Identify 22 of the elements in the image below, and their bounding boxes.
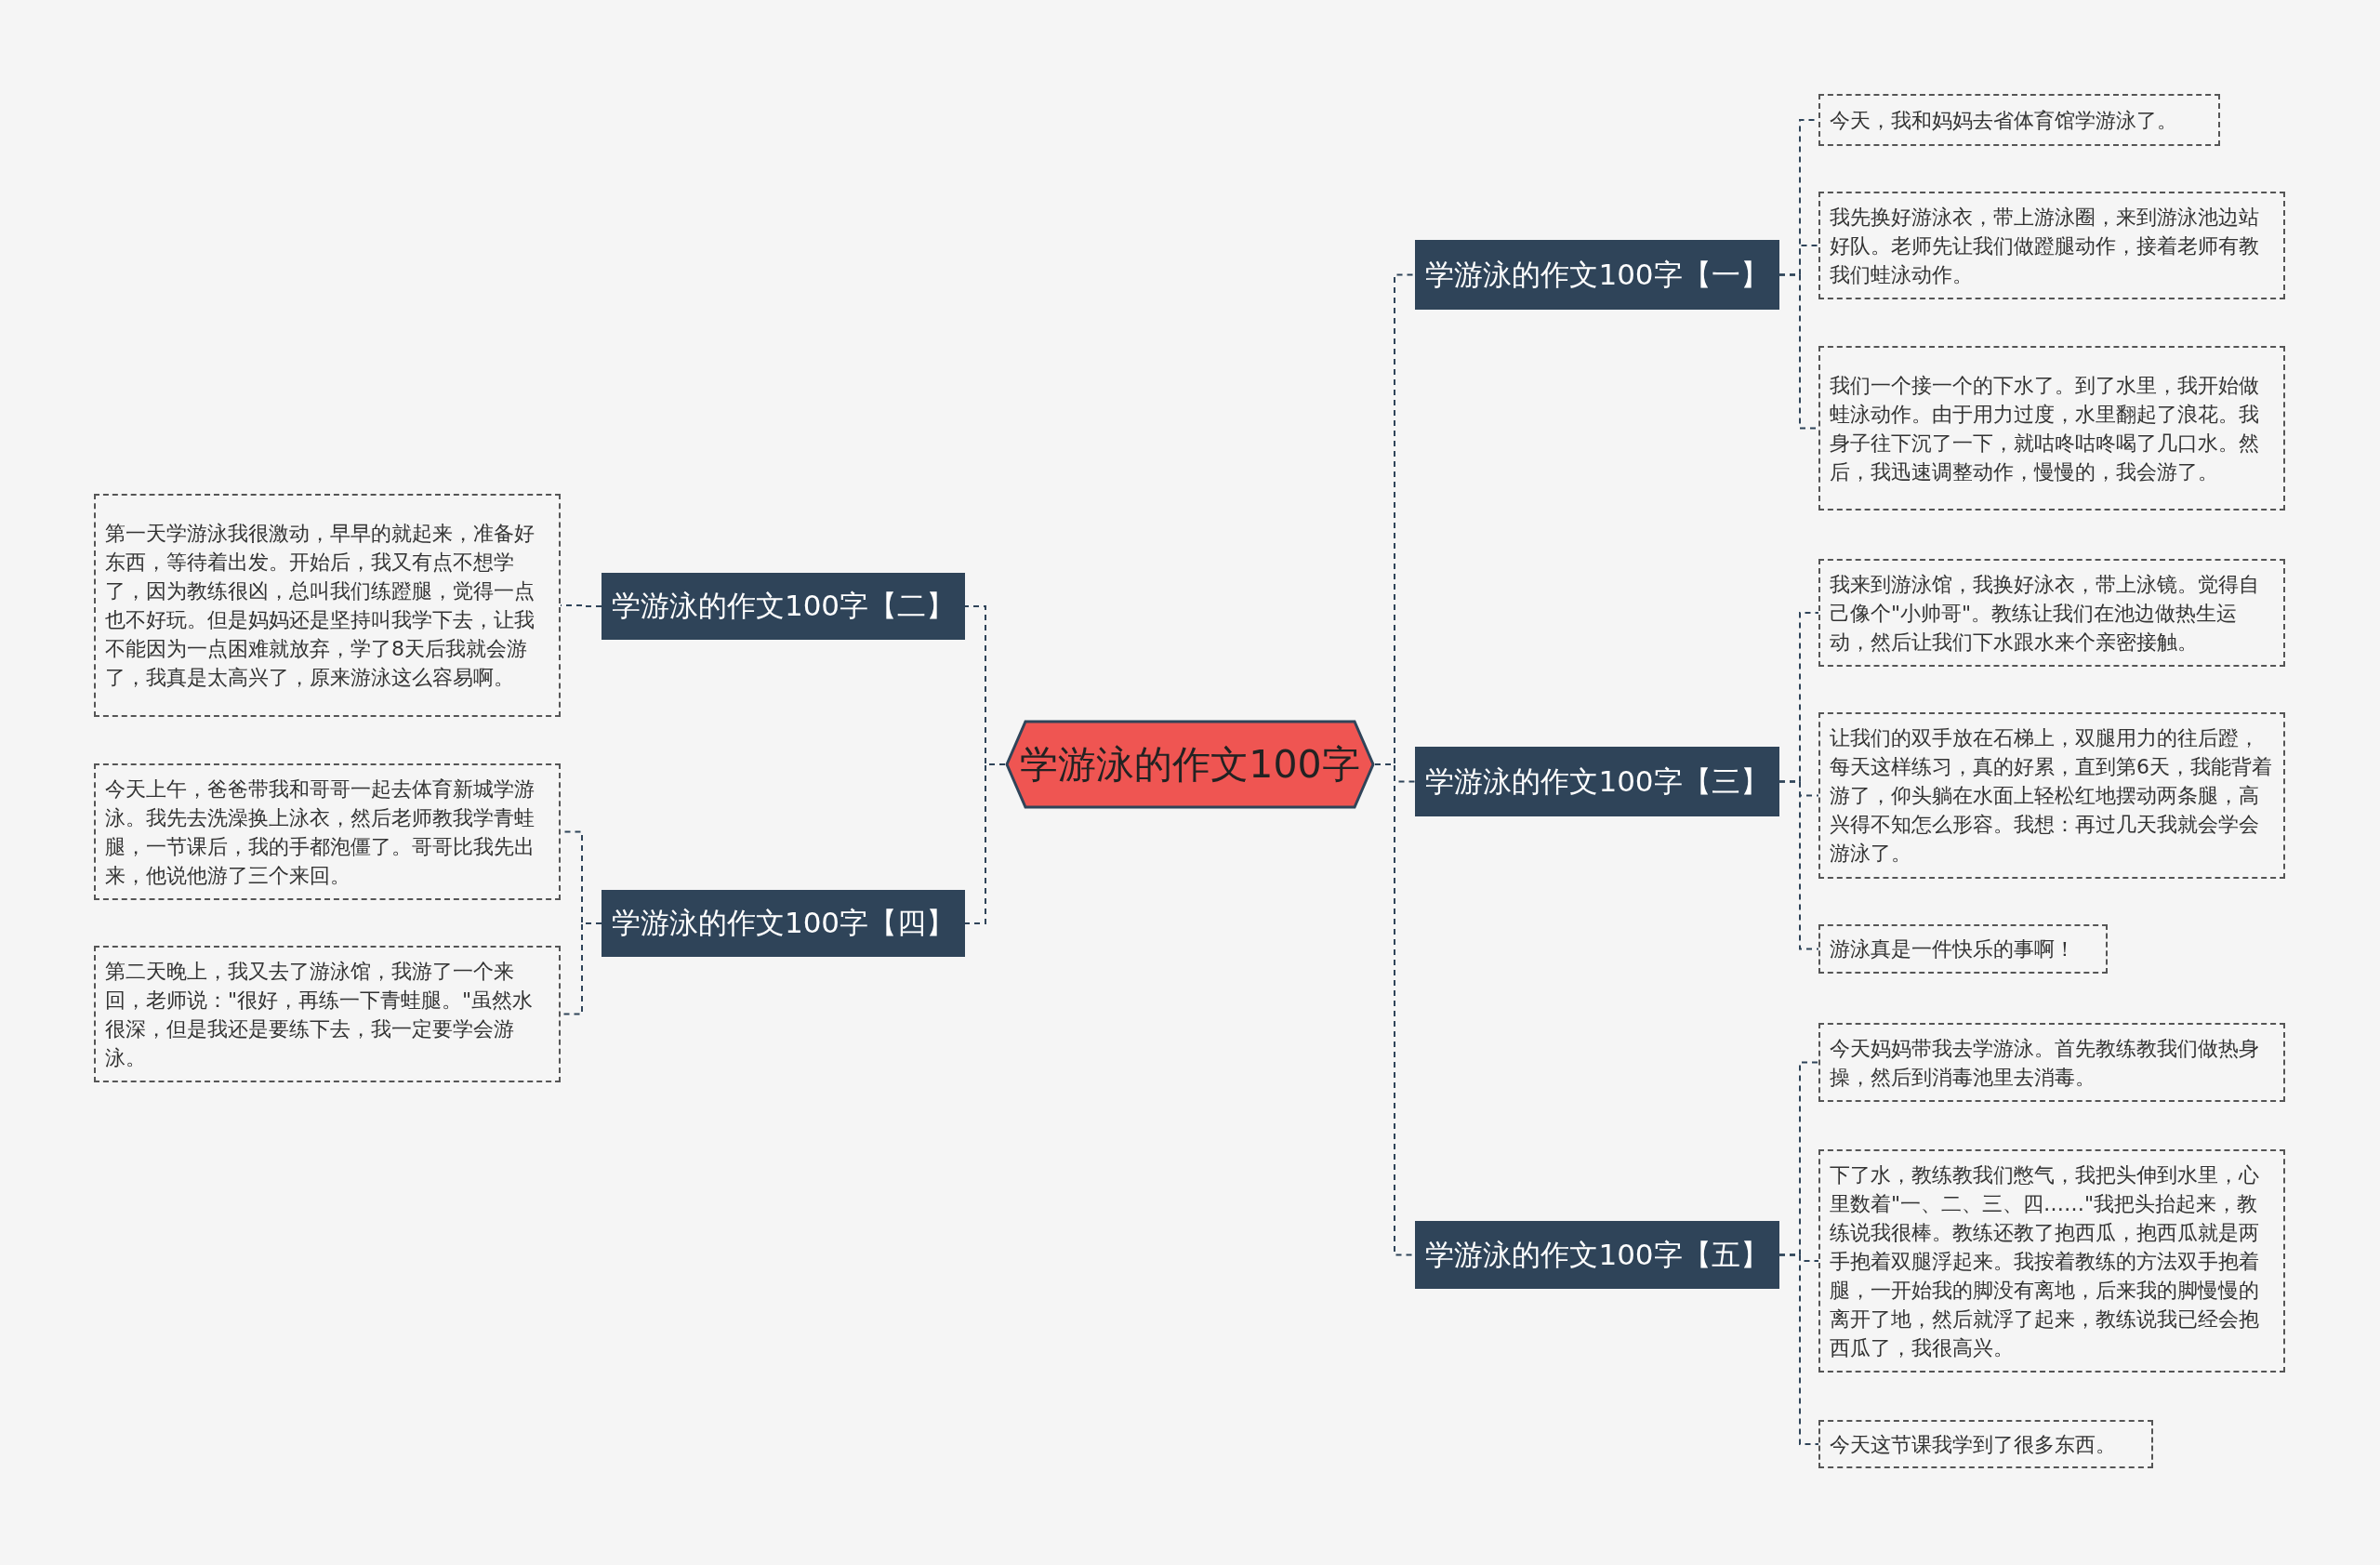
- text-box: 今天妈妈带我去学游泳。首先教练教我们做热身操，然后到消毒池里去消毒。: [1818, 1023, 2285, 1102]
- text-box: 让我们的双手放在石梯上，双腿用力的往后蹬，每天这样练习，真的好累，直到第6天，我能背着游了，仰头躺在水面上轻松红地摆动两条腿，高兴得不知怎么形容。我想：再过几天我就会学会游泳了。: [1818, 712, 2285, 879]
- connector: [1778, 780, 1819, 950]
- topic-box: 学游泳的作文100字【五】: [1415, 1221, 1779, 1289]
- text-box: 下了水，教练教我们憋气，我把头伸到水里，心里数着"一、二、三、四……"我把头抬起来，教练说我很棒。教练还教了抱西瓜，抱西瓜就是两手抱着双腿浮起来。我按着教练的方法双手抱着腿，一开始我的脚没有离地，后来我的脚慢慢的离开了地，然后就浮了起来，教练说我已经会抱西瓜了，我很高兴。: [1818, 1149, 2285, 1373]
- topic-box: 学游泳的作文100字【一】: [1415, 240, 1779, 310]
- text-box: 第二天晚上，我又去了游泳馆，我游了一个来回，老师说："很好，再练一下青蛙腿。"虽然水很深，但是我还是要练下去，我一定要学会游泳。: [94, 946, 561, 1082]
- connector: [560, 604, 602, 607]
- text-box: 游泳真是一件快乐的事啊！: [1818, 924, 2108, 974]
- topic-box: 学游泳的作文100字【二】: [602, 573, 965, 640]
- text-box: 今天，我和妈妈去省体育馆学游泳了。: [1818, 94, 2220, 146]
- text-box: 今天这节课我学到了很多东西。: [1818, 1420, 2153, 1468]
- text-box: 我们一个接一个的下水了。到了水里，我开始做蛙泳动作。由于用力过度，水里翻起了浪花。我身子往下沉了一下，就咕咚咕咚喝了几口水。然后，我迅速调整动作，慢慢的，我会游了。: [1818, 346, 2285, 511]
- central-topic: 学游泳的作文100字: [1005, 720, 1375, 809]
- text-box: 第一天学游泳我很激动，早早的就起来，准备好东西，等待着出发。开始后，我又有点不想学了，因为教练很凶，总叫我们练蹬腿，觉得一点也不好玩。但是妈妈还是坚持叫我学下去，让我不能因为一点困难就放弃，学了8天后我就会游了，我真是太高兴了，原来游泳这么容易啊。: [94, 494, 561, 717]
- text-box: 今天上午，爸爸带我和哥哥一起去体育新城学游泳。我先去洗澡换上泳衣，然后老师教我学青蛙腿，一节课后，我的手都泡僵了。哥哥比我先出来，他说他游了三个来回。: [94, 763, 561, 900]
- text-box: 我先换好游泳衣，带上游泳圈，来到游泳池边站好队。老师先让我们做蹬腿动作，接着老师有教我们蛙泳动作。: [1818, 192, 2285, 299]
- connector: [964, 763, 1006, 924]
- topic-box: 学游泳的作文100字【三】: [1415, 747, 1779, 816]
- text-box: 我来到游泳馆，我换好泳衣，带上泳镜。觉得自己像个"小帅哥"。教练让我们在池边做热生运动，然后让我们下水跟水来个亲密接触。: [1818, 559, 2285, 667]
- topic-box: 学游泳的作文100字【四】: [602, 890, 965, 957]
- connector: [1778, 1253, 1819, 1445]
